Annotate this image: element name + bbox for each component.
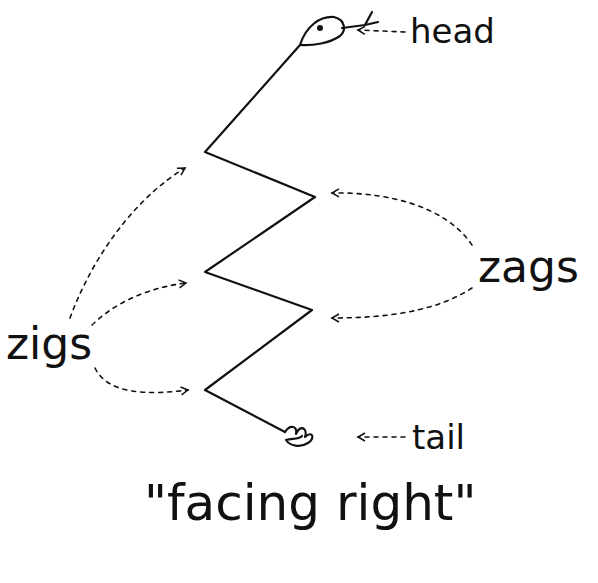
snake-tail (285, 427, 312, 446)
zags-label: zags (478, 245, 579, 289)
leader-line (70, 168, 185, 318)
leader-line (92, 283, 186, 325)
leader-line (95, 368, 188, 393)
caption: "facing right" (144, 478, 476, 528)
leader-line (332, 288, 472, 318)
snake-head (300, 17, 344, 45)
snake-tongue (342, 12, 378, 28)
leader-line (358, 30, 405, 32)
leader-line (358, 436, 405, 438)
leader-line (332, 193, 472, 245)
zigs-label: zigs (6, 322, 92, 366)
head-label: head (410, 14, 495, 48)
snake-body (205, 45, 315, 432)
tail-label: tail (412, 420, 465, 454)
snake-eye (317, 25, 323, 31)
